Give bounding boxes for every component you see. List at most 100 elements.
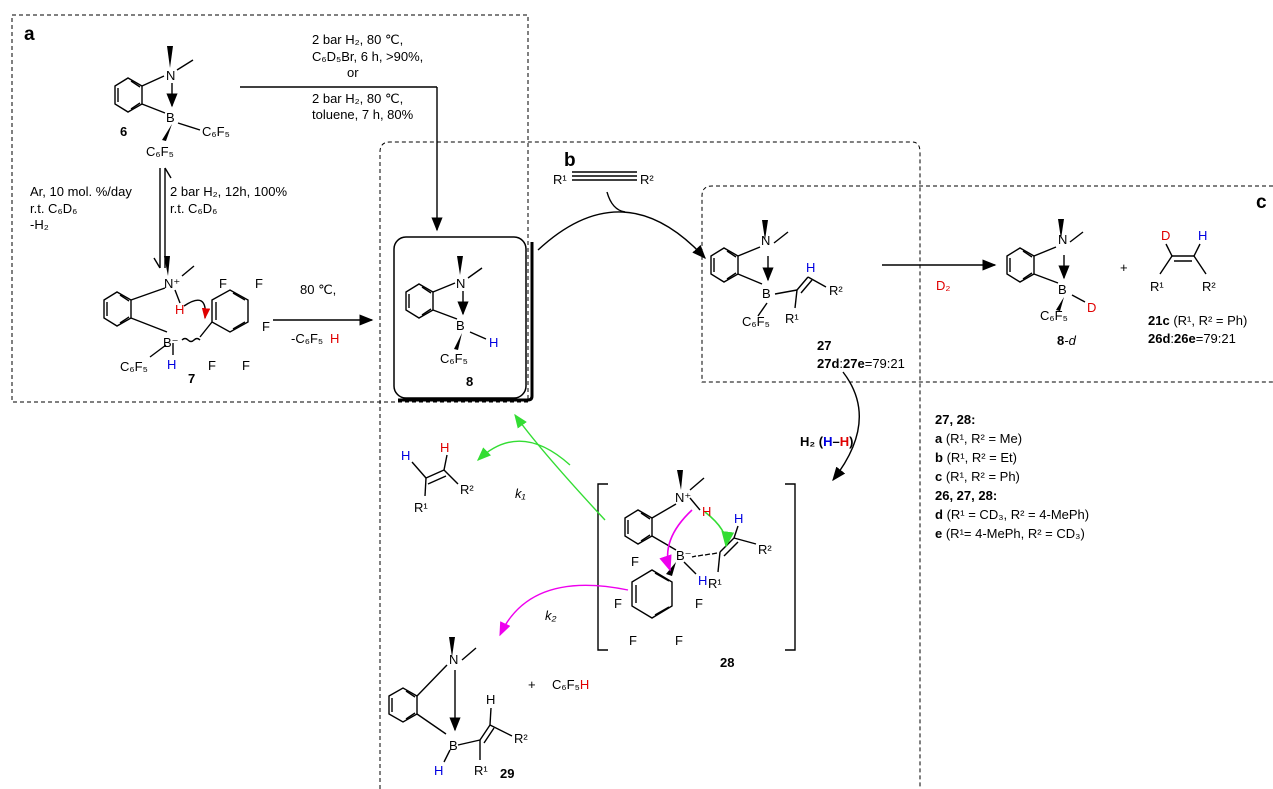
atom-b: B bbox=[456, 318, 465, 333]
atom-h-blue: H bbox=[806, 260, 815, 275]
panel-label-c: c bbox=[1256, 192, 1267, 213]
atom-h-red: H bbox=[440, 440, 449, 455]
atom-f: F bbox=[631, 554, 639, 569]
condition-mid-1: 80 ℃, bbox=[300, 282, 336, 297]
atom-h-blue: H bbox=[734, 511, 743, 526]
atom-h-blue: H bbox=[167, 357, 176, 372]
plus-sign: + bbox=[528, 677, 536, 692]
atom-h-red: H bbox=[702, 504, 711, 519]
condition-mid-2: -C₆F₅ bbox=[291, 331, 323, 346]
legend-item: a (R¹, R² = Me) bbox=[935, 431, 1022, 446]
atom-b: B bbox=[449, 738, 458, 753]
r1-label: R¹ bbox=[1150, 279, 1164, 294]
atom-b: B bbox=[762, 286, 771, 301]
alkyne-addition-curve bbox=[606, 191, 626, 213]
c6f5-label: C₆F₅ bbox=[202, 124, 230, 139]
panel-label-b: b bbox=[564, 150, 576, 171]
panel-c-box bbox=[701, 185, 1273, 383]
atom-f: F bbox=[675, 633, 683, 648]
atom-f: F bbox=[208, 358, 216, 373]
r1-label: R¹ bbox=[414, 500, 428, 515]
c6f5-label: C₆F₅ bbox=[1040, 308, 1068, 323]
atom-b: B bbox=[1058, 282, 1067, 297]
condition-mid-2-h: H bbox=[330, 331, 339, 346]
substituent-legend: 27, 28: a (R¹, R² = Me) b (R¹, R² = Et) … bbox=[935, 412, 1089, 541]
condition-top-3: or bbox=[347, 65, 359, 80]
r2-label: R² bbox=[829, 283, 843, 298]
compound-26-ratio: 26d:26e=79:21 bbox=[1148, 331, 1236, 346]
atom-f: F bbox=[255, 276, 263, 291]
atom-d: D bbox=[1087, 300, 1096, 315]
panel-b-box bbox=[379, 141, 921, 789]
r2-label: R² bbox=[758, 542, 772, 557]
compound-8: N B H C₆F₅ 8 bbox=[405, 256, 498, 389]
atom-h-blue: H bbox=[698, 573, 707, 588]
atom-h-blue: H bbox=[1198, 228, 1207, 243]
panel-label-a: a bbox=[24, 24, 35, 45]
r2-label: R² bbox=[460, 482, 474, 497]
condition-left-3: -H₂ bbox=[30, 217, 49, 232]
equilibrium-arrow-up-head bbox=[164, 167, 172, 179]
alkyne-r2: R² bbox=[640, 172, 654, 187]
compound-27: N B H R² R¹ C₆F₅ 27 27d:27e=79:21 bbox=[710, 220, 905, 371]
atom-f: F bbox=[219, 276, 227, 291]
r1-label: R¹ bbox=[474, 763, 488, 778]
condition-top-5: toluene, 7 h, 80% bbox=[312, 107, 414, 122]
legend-item: d (R¹ = CD₃, R² = 4-MePh) bbox=[935, 507, 1089, 522]
condition-right-2: r.t. C₆D₆ bbox=[170, 201, 217, 216]
condition-h2: H₂ (H–H) bbox=[800, 434, 853, 449]
atom-f: F bbox=[262, 319, 270, 334]
atom-f: F bbox=[629, 633, 637, 648]
atom-f: F bbox=[242, 358, 250, 373]
alkyne-r1: R¹ bbox=[553, 172, 567, 187]
plus-sign: + bbox=[1120, 260, 1128, 275]
atom-n-plus: N⁺ bbox=[675, 490, 691, 505]
condition-left-2: r.t. C₆D₆ bbox=[30, 201, 77, 216]
r2-label: R² bbox=[514, 731, 528, 746]
compound-label-6: 6 bbox=[120, 124, 127, 139]
c6f5h-product: C₆F₅H bbox=[552, 677, 589, 692]
legend-item: b (R¹, R² = Et) bbox=[935, 450, 1017, 465]
bracket-left bbox=[597, 483, 608, 651]
condition-right-1: 2 bar H₂, 12h, 100% bbox=[170, 184, 288, 199]
compound-27-ratio: 27d:27e=79:21 bbox=[817, 356, 905, 371]
compound-28: N⁺ H B⁻ H H R² R¹ F F F F F 28 bbox=[597, 470, 796, 670]
condition-top-4: 2 bar H₂, 80 ℃, bbox=[312, 91, 403, 106]
alkyne: R¹ R² bbox=[553, 171, 654, 187]
compound-label-29: 29 bbox=[500, 766, 514, 781]
panel-a-box bbox=[11, 14, 529, 403]
atom-n: N bbox=[449, 652, 458, 667]
atom-b-minus: B⁻ bbox=[676, 548, 692, 563]
arrow-k1-green bbox=[476, 440, 571, 466]
rate-k1: k₁ bbox=[515, 486, 526, 501]
equilibrium-arrow-down-head bbox=[153, 257, 161, 269]
atom-h-red: H bbox=[175, 302, 184, 317]
compound-8-box bbox=[393, 236, 527, 399]
arrow-8-to-27 bbox=[537, 211, 706, 260]
c6f5-label: C₆F₅ bbox=[120, 359, 148, 374]
compound-label-8d: 8-d bbox=[1057, 333, 1077, 348]
condition-left-1: Ar, 10 mol. %/day bbox=[30, 184, 132, 199]
c6f5-label: C₆F₅ bbox=[742, 314, 770, 329]
atom-h-blue: H bbox=[401, 448, 410, 463]
compound-label-7: 7 bbox=[188, 371, 195, 386]
alkene-product: H H R² R¹ bbox=[401, 440, 474, 515]
atom-n: N bbox=[456, 276, 465, 291]
condition-d2: D₂ bbox=[936, 278, 950, 293]
compound-label-8: 8 bbox=[466, 374, 473, 389]
condition-top-1: 2 bar H₂, 80 ℃, bbox=[312, 32, 403, 47]
atom-h: H bbox=[486, 692, 495, 707]
arrow-27-to-28 bbox=[832, 371, 860, 482]
atom-f: F bbox=[614, 596, 622, 611]
compound-label-21c: 21c (R¹, R² = Ph) bbox=[1148, 313, 1247, 328]
compound-7: N⁺ H B⁻ C₆F₅ H 7 F F F F F bbox=[103, 256, 270, 386]
condition-top-2: C₆D₅Br, 6 h, >90%, bbox=[312, 49, 423, 64]
r1-label: R¹ bbox=[708, 576, 722, 591]
atom-n: N bbox=[761, 233, 770, 248]
arrow-k2-magenta bbox=[499, 584, 629, 637]
compound-8d: N B D C₆F₅ 8-d bbox=[1006, 219, 1096, 348]
rate-k2: k₂ bbox=[545, 608, 557, 623]
atom-b-minus: B⁻ bbox=[163, 335, 179, 350]
bracket-right bbox=[785, 483, 796, 651]
